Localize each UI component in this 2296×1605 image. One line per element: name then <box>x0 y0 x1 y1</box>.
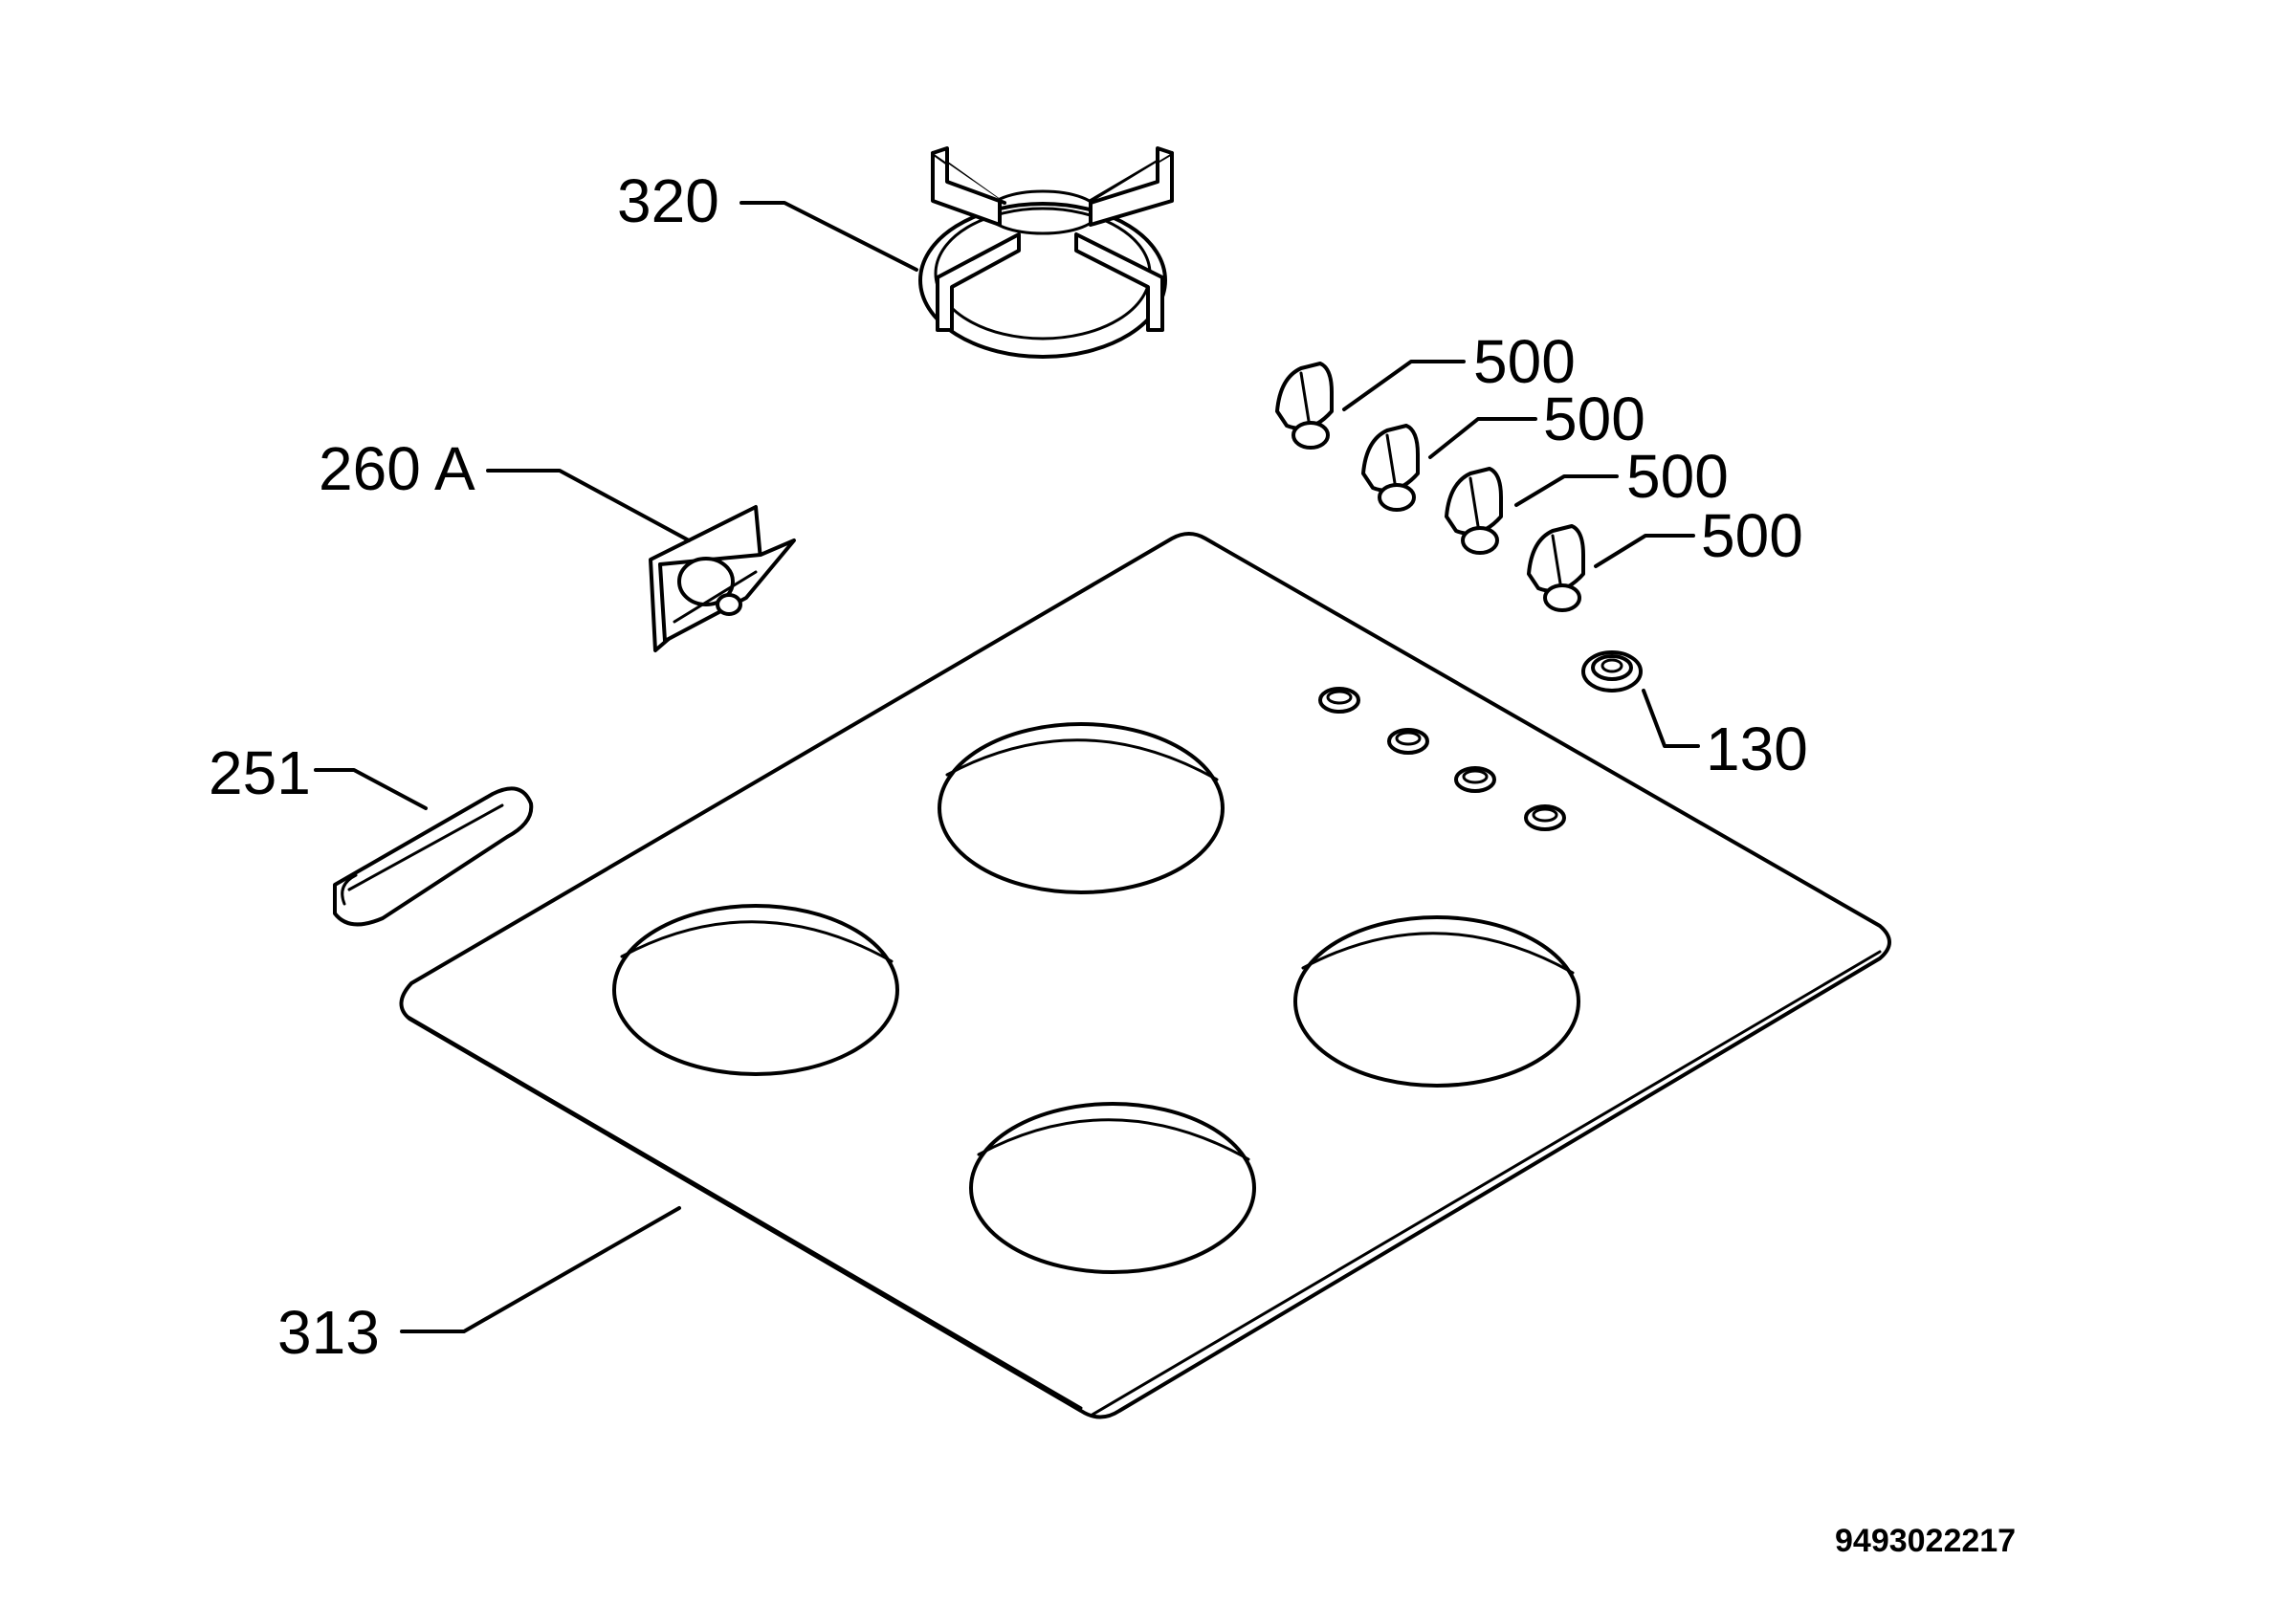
leader-lines <box>314 201 1700 1333</box>
callout-500-3: 500 <box>1626 442 1729 511</box>
control-knob-3 <box>1445 467 1503 555</box>
control-knob-2 <box>1361 424 1420 512</box>
callout-320: 320 <box>617 166 719 235</box>
callout-500-4: 500 <box>1701 501 1803 570</box>
control-knob-4 <box>1527 524 1585 612</box>
leader-313 <box>400 1206 681 1333</box>
callout-130: 130 <box>1706 715 1808 783</box>
leader-500-2 <box>1428 417 1537 459</box>
burner-hole-front <box>969 1102 1256 1274</box>
callout-500-2: 500 <box>1543 385 1645 453</box>
leader-500-3 <box>1514 474 1619 507</box>
fixing-clip <box>333 786 534 927</box>
mounting-bracket <box>649 505 796 652</box>
burner-hole-rear <box>938 722 1225 894</box>
control-knob-1 <box>1275 362 1334 450</box>
leader-500-1 <box>1342 360 1466 411</box>
pan-support-grate <box>918 146 1174 359</box>
burner-hole-right <box>1293 915 1580 1088</box>
leader-251 <box>314 768 428 810</box>
callout-260a: 260 A <box>319 434 475 503</box>
leader-320 <box>740 201 918 272</box>
hob-top-panel <box>399 532 1891 1419</box>
burner-hole-left <box>612 904 899 1076</box>
callout-251: 251 <box>209 738 311 807</box>
callout-500-1: 500 <box>1473 327 1576 396</box>
leader-130 <box>1642 689 1700 748</box>
knob-holes <box>1318 687 1566 831</box>
leader-260a <box>486 469 691 542</box>
grommet <box>1581 650 1643 693</box>
drawing-number: 9493022217 <box>1835 1523 2016 1559</box>
leader-500-4 <box>1594 534 1695 568</box>
callout-313: 313 <box>277 1298 380 1367</box>
